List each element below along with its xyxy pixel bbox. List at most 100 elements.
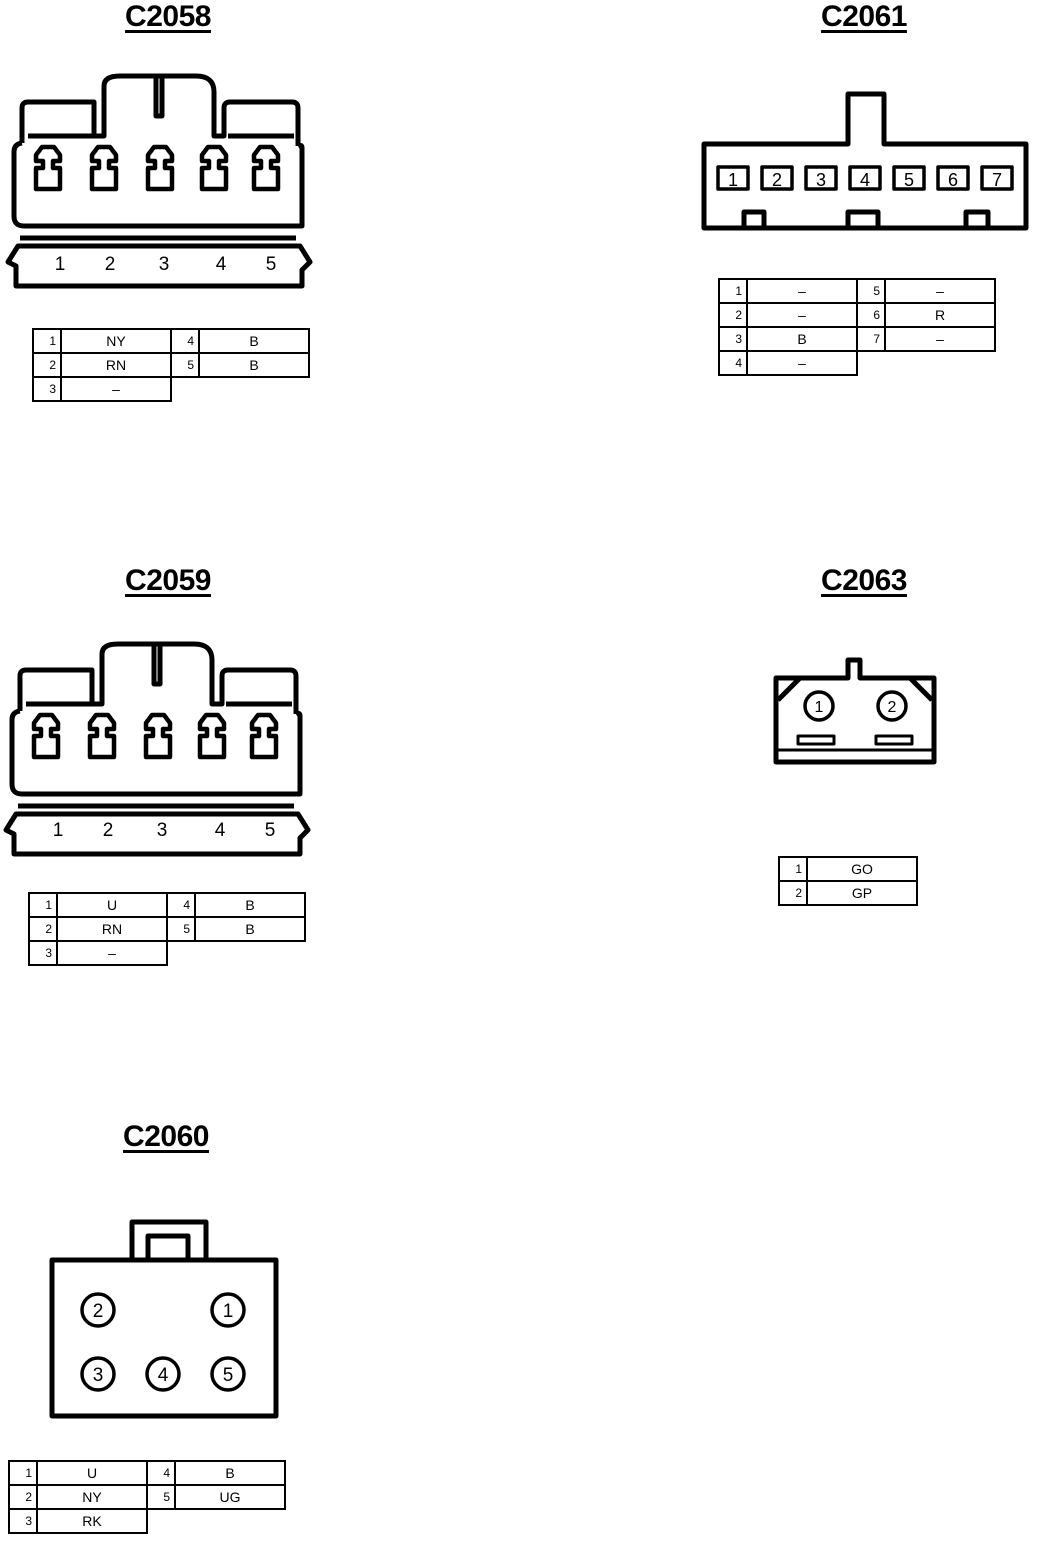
table-row: 2 RN 5 B [32,352,310,378]
pin-number: 3 [157,820,168,841]
table-row: 3 RK [8,1508,285,1534]
pin-cell: 1 [718,278,748,304]
pin-cell: 1 [32,328,62,354]
pin-number: 2 [103,820,114,841]
pin-cell: 5 [166,916,196,942]
terminal-5 [254,147,278,189]
terminal-3 [148,147,172,189]
wire-color-cell: R [884,302,996,328]
wire-color-cell: RK [36,1508,148,1534]
pin-number: 3 [93,1365,104,1386]
pin-number: 7 [992,170,1002,190]
wire-color-cell: RN [56,916,168,942]
wire-color-cell: NY [60,328,172,354]
connector-c2063-pin-numbers: 1 2 [815,699,897,716]
pin-number: 1 [728,170,738,190]
pin-number: 2 [772,170,782,190]
pin-number: 5 [266,254,277,275]
pin-number: 5 [904,170,914,190]
wire-color-cell: RN [60,352,172,378]
table-row: 1 NY 4 B [32,328,310,354]
pin-number: 1 [55,254,66,275]
wire-color-cell: B [194,916,306,942]
connector-title-c2058: C2058 [125,0,211,33]
wire-color-cell: – [884,326,996,352]
connector-c2059-drawing: 1 2 3 4 5 [6,644,308,854]
wire-color-cell: GP [806,880,918,906]
terminal-2 [92,147,116,189]
pin-number: 2 [93,1301,104,1322]
terminal-4 [202,147,226,189]
connector-c2061-drawing [701,91,1029,231]
pin-cell: 3 [718,326,748,352]
table-row: 1 – 5 – [718,278,996,304]
pin-number: 6 [948,170,958,190]
connector-title-c2059: C2059 [125,564,211,597]
wire-color-cell: B [198,352,310,378]
pin-cell: 2 [8,1484,38,1510]
terminal-2 [90,715,114,757]
pin-cell: 3 [28,940,58,966]
table-row: 1 U 4 B [28,892,306,918]
pin-cell: 2 [32,352,62,378]
pin-cell: 2 [28,916,58,942]
connector-c2060-pin-numbers: 1 2 3 4 5 [93,1301,234,1386]
pin-cell: 3 [32,376,62,402]
table-row: 2 NY 5 UG [8,1484,286,1510]
terminal-4 [200,715,224,757]
pin-table-c2060: 1 U 4 B 2 NY 5 UG 3 RK [8,1460,286,1534]
pin-cell: 3 [8,1508,38,1534]
pin-cell: 1 [778,856,808,882]
pin-cell: 6 [856,302,886,328]
table-row: 3 B 7 – [718,326,996,352]
terminal-1 [36,147,60,189]
terminal-3 [146,715,170,757]
pin-table-c2061: 1 – 5 – 2 – 6 R 3 B 7 – 4 – [718,278,996,376]
connector-title-c2061: C2061 [821,0,907,33]
pin-cell: 4 [146,1460,176,1486]
pin-cell: 2 [778,880,808,906]
pin-number: 1 [815,699,824,716]
wire-color-cell: – [56,940,168,966]
connector-c2063-drawing [773,657,937,765]
connector-c2060-drawing [49,1219,279,1419]
wire-color-cell: B [198,328,310,354]
connector-c2058-drawing: 1 2 3 4 5 [8,76,310,286]
pin-number: 1 [53,820,64,841]
pin-table-c2063: 1 GO 2 GP [778,856,918,906]
wire-color-cell: – [884,278,996,304]
table-row: 4 – [718,350,995,376]
wire-color-cell: U [56,892,168,918]
wire-color-cell: B [194,892,306,918]
pin-number: 4 [215,820,226,841]
pin-number: 5 [223,1365,234,1386]
pin-cell: 5 [146,1484,176,1510]
table-row: 1 U 4 B [8,1460,286,1486]
wire-color-cell: B [746,326,858,352]
pin-cell: 1 [28,892,58,918]
pin-cell: 4 [166,892,196,918]
terminal-5 [252,715,276,757]
table-row: 2 RN 5 B [28,916,306,942]
pin-number: 3 [159,254,170,275]
connector-title-c2060: C2060 [123,1120,209,1153]
pin-number: 4 [158,1365,169,1386]
pin-cell: 1 [8,1460,38,1486]
table-row: 3 – [32,376,309,402]
pin-number: 1 [223,1301,234,1322]
pin-cell: 4 [170,328,200,354]
connector-title-c2063: C2063 [821,564,907,597]
pin-number: 3 [816,170,826,190]
pin-table-c2058: 1 NY 4 B 2 RN 5 B 3 – [32,328,310,402]
wire-color-cell: UG [174,1484,286,1510]
pin-cell: 2 [718,302,748,328]
pin-cell: 5 [170,352,200,378]
connector-c2061-pin-numbers: 1 2 3 4 5 6 7 [728,170,1002,190]
pin-number: 5 [265,820,276,841]
pin-number: 2 [105,254,116,275]
wire-color-cell: U [36,1460,148,1486]
table-row: 2 GP [778,880,918,906]
wire-color-cell: – [746,278,858,304]
wire-color-cell: – [746,302,858,328]
